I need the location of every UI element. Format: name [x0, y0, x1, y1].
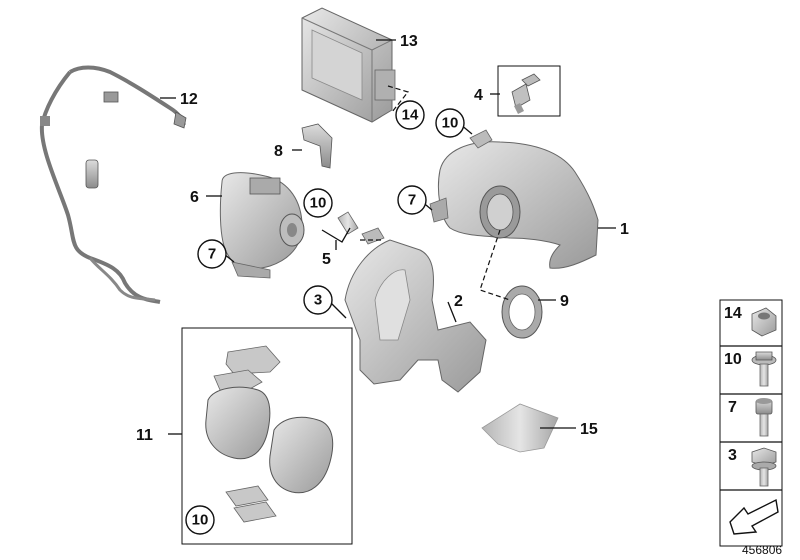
- callout-11: 11: [136, 427, 153, 444]
- leader-lines: [160, 39, 616, 435]
- callout-6: 6: [190, 189, 199, 206]
- callout-15: 15: [580, 421, 598, 438]
- legend-label-3: 3: [728, 447, 737, 464]
- circled-callout-10-b: 10: [303, 188, 333, 218]
- circled-callout-7-b-label: 7: [208, 246, 216, 263]
- circled-callout-14-label: 14: [402, 107, 419, 124]
- nut-icon: [751, 307, 777, 337]
- hex-bolt-icon: [751, 447, 777, 487]
- legend-label-7: 7: [728, 399, 737, 416]
- callout-1: 1: [620, 221, 629, 238]
- circled-callout-10-a-label: 10: [442, 115, 459, 132]
- callout-13: 13: [400, 33, 418, 50]
- circled-callout-7-b: 7: [197, 239, 227, 269]
- circled-callout-7-a: 7: [397, 185, 427, 215]
- callout-8: 8: [274, 143, 283, 160]
- flange-bolt-icon: [751, 351, 777, 387]
- fastener-legend: 14 10 7 3: [719, 299, 783, 547]
- legend-label-14: 14: [724, 305, 742, 322]
- circled-callout-10-c-label: 10: [192, 512, 209, 529]
- circled-callout-10-a: 10: [435, 108, 465, 138]
- callout-9: 9: [560, 293, 569, 310]
- reference-number: 456806: [742, 543, 782, 557]
- control-unit: [301, 7, 396, 123]
- circled-callout-7-a-label: 7: [408, 192, 416, 209]
- circled-callout-3-label: 3: [314, 292, 322, 309]
- spring-and-bolt: [337, 211, 385, 245]
- caliper-housing: [429, 129, 599, 269]
- actuator-motor: [219, 172, 305, 279]
- socket-bolt-icon: [755, 398, 773, 437]
- plain-callouts: 13 12 4 8 6 1 5 2 9 11 15: [136, 33, 629, 444]
- piston-seal: [501, 285, 543, 339]
- circled-callout-3: 3: [303, 285, 333, 315]
- callout-12: 12: [180, 91, 198, 108]
- direction-arrow-icon: [729, 498, 779, 535]
- brake-pad-set-box: [181, 327, 353, 545]
- grease-packet: [481, 403, 559, 453]
- callout-4: 4: [474, 87, 483, 104]
- caliper-carrier: [344, 239, 487, 393]
- bleed-valve: [497, 65, 561, 117]
- circled-callouts: 14 10 7 10 7 3 10: [185, 100, 465, 535]
- circled-callout-14: 14: [395, 100, 425, 130]
- callout-2: 2: [454, 293, 463, 310]
- circled-callout-10-c: 10: [185, 505, 215, 535]
- bracket: [301, 123, 333, 169]
- circled-callout-10-b-label: 10: [310, 195, 327, 212]
- callout-5: 5: [322, 251, 331, 268]
- legend-label-10: 10: [724, 351, 742, 368]
- wear-sensor-cable: [39, 65, 187, 304]
